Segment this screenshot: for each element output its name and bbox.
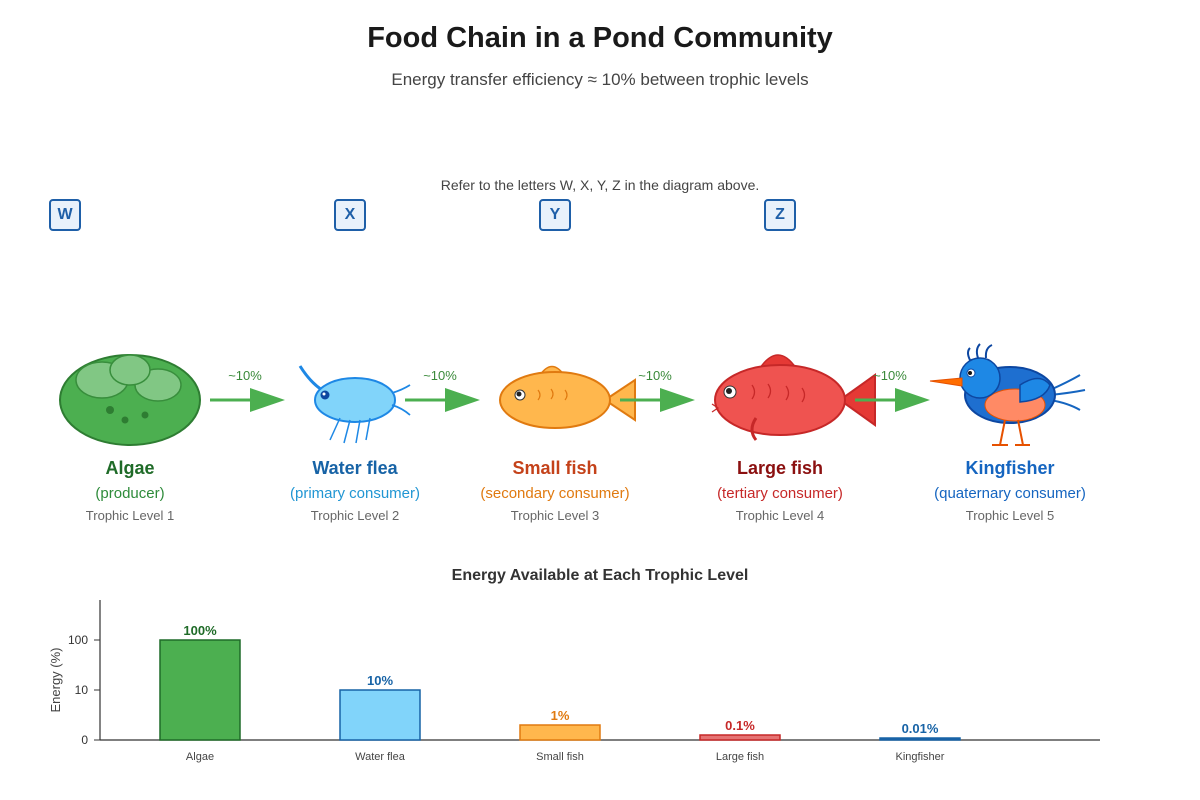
chart-x-tick-label: Small fish — [536, 751, 584, 763]
organism-water-flea: Water flea (primary consumer) Trophic Le… — [235, 458, 475, 523]
page-subtitle: Energy transfer efficiency ≈ 10% between… — [391, 70, 809, 89]
organism-name: Small fish — [512, 458, 598, 478]
chart-bar-kingfisher — [879, 737, 961, 741]
organism-small-fish: Small fish (secondary consumer) Trophic … — [435, 458, 675, 523]
algae-icon — [59, 354, 201, 446]
organism-trophic-level: Trophic Level 5 — [965, 508, 1055, 523]
chart-bar-water-flea — [339, 689, 421, 741]
water-flea-icon — [298, 365, 411, 444]
organism-trophic-level: Trophic Level 4 — [735, 508, 825, 523]
chart-bar-small-fish — [519, 724, 601, 741]
letter-label-z: Z — [764, 199, 796, 231]
energy-arrow-4 — [855, 388, 930, 412]
organism-name: Water flea — [312, 458, 398, 478]
chart-bar-large-fish — [699, 734, 781, 741]
chart-value-label: 10% — [367, 673, 393, 688]
organism-name: Kingfisher — [965, 458, 1055, 478]
chart-value-label: 100% — [183, 623, 217, 638]
organism-trophic-level: Trophic Level 3 — [510, 508, 600, 523]
organism-role: (tertiary consumer) — [717, 485, 843, 502]
chart-value-label: 0.1% — [725, 718, 755, 733]
energy-arrow-1 — [210, 388, 285, 412]
page-title: Food Chain in a Pond Community — [367, 22, 833, 54]
organism-kingfisher: Kingfisher (quaternary consumer) Trophic… — [890, 458, 1130, 523]
chart-x-tick-label: Algae — [186, 751, 214, 763]
chart-y-tick-label: 0 — [81, 733, 88, 747]
letter-label-w: W — [49, 199, 81, 231]
food-chain-diagram — [59, 343, 1086, 446]
letter-label-y: Y — [539, 199, 571, 231]
chart-y-axis-label: Energy (%) — [48, 647, 63, 712]
organism-algae: Algae (producer) Trophic Level 1 — [10, 458, 250, 523]
chart-y-tick-label: 100 — [68, 633, 88, 647]
energy-arrow-3 — [620, 388, 695, 412]
large-fish-icon — [711, 354, 876, 441]
organism-name: Algae — [105, 458, 155, 478]
kingfisher-icon — [929, 343, 1086, 446]
chart-bar-algae — [159, 639, 241, 741]
chart-y-tick-label: 10 — [75, 683, 89, 697]
organism-role: (primary consumer) — [289, 485, 421, 502]
organism-name: Large fish — [736, 458, 824, 478]
chart-value-label: 0.01% — [902, 721, 939, 736]
letter-label-x: X — [334, 199, 366, 231]
small-fish-icon — [499, 365, 636, 429]
transfer-label-4: ~10% — [873, 368, 907, 383]
organism-trophic-level: Trophic Level 2 — [310, 508, 400, 523]
chart-x-tick-label: Water flea — [355, 751, 406, 763]
diagram-note: Refer to the letters W, X, Y, Z in the d… — [440, 177, 760, 193]
chart-x-tick-label: Large fish — [716, 751, 764, 763]
organism-role: (quaternary consumer) — [934, 485, 1086, 502]
transfer-label-1: ~10% — [228, 368, 262, 383]
organism-role: (producer) — [95, 485, 165, 502]
organism-large-fish: Large fish (tertiary consumer) Trophic L… — [660, 458, 900, 523]
organism-trophic-level: Trophic Level 1 — [85, 508, 175, 523]
energy-bar-chart: Energy Available at Each Trophic Level E… — [48, 567, 1100, 763]
chart-title: Energy Available at Each Trophic Level — [452, 567, 749, 584]
transfer-label-2: ~10% — [423, 368, 457, 383]
chart-x-tick-label: Kingfisher — [896, 751, 945, 763]
organism-role: (secondary consumer) — [480, 485, 630, 502]
chart-value-label: 1% — [551, 708, 570, 723]
energy-arrow-2 — [405, 388, 480, 412]
transfer-label-3: ~10% — [638, 368, 672, 383]
